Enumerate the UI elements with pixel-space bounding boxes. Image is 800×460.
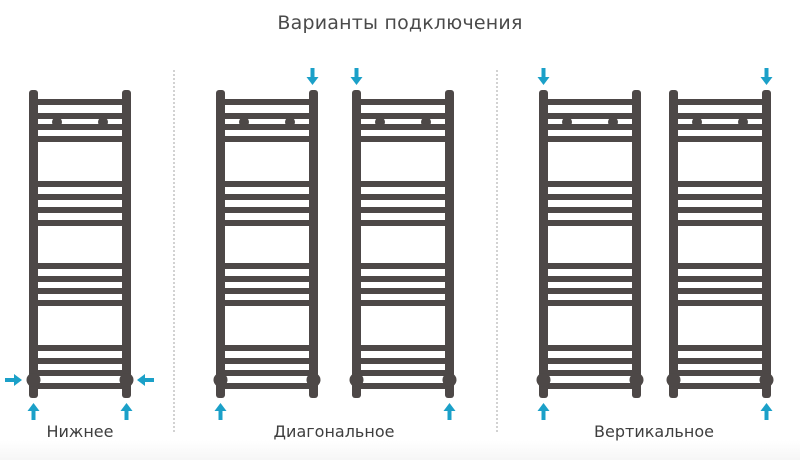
label-vertical: Вертикальное: [594, 422, 714, 441]
outlet-arrow-icon: [760, 403, 773, 420]
inlet-arrow-icon: [760, 68, 773, 85]
outlet-arrow-icon: [120, 403, 133, 420]
outlet-arrow-icon: [137, 374, 154, 386]
inlet-arrow-icon: [5, 374, 22, 386]
inlet-arrow-icon: [27, 403, 40, 420]
radiator-vertical-1: [536, 68, 644, 420]
divider-2: [496, 70, 498, 432]
radiator-vertical-2: [666, 68, 774, 420]
inlet-arrow-icon: [350, 68, 363, 85]
inlet-arrow-icon: [537, 68, 550, 85]
divider-1: [173, 70, 175, 432]
label-diagonal: Диагональное: [273, 422, 395, 441]
outlet-arrow-icon: [537, 403, 550, 420]
radiator-diagonal-1: [213, 68, 321, 420]
page-title: Варианты подключения: [277, 12, 523, 34]
radiator-bottom: [5, 90, 154, 420]
label-bottom: Нижнее: [46, 422, 114, 441]
outlet-arrow-icon: [443, 403, 456, 420]
radiator-diagonal-2: [349, 68, 457, 420]
inlet-arrow-icon: [306, 68, 319, 85]
outlet-arrow-icon: [214, 403, 227, 420]
